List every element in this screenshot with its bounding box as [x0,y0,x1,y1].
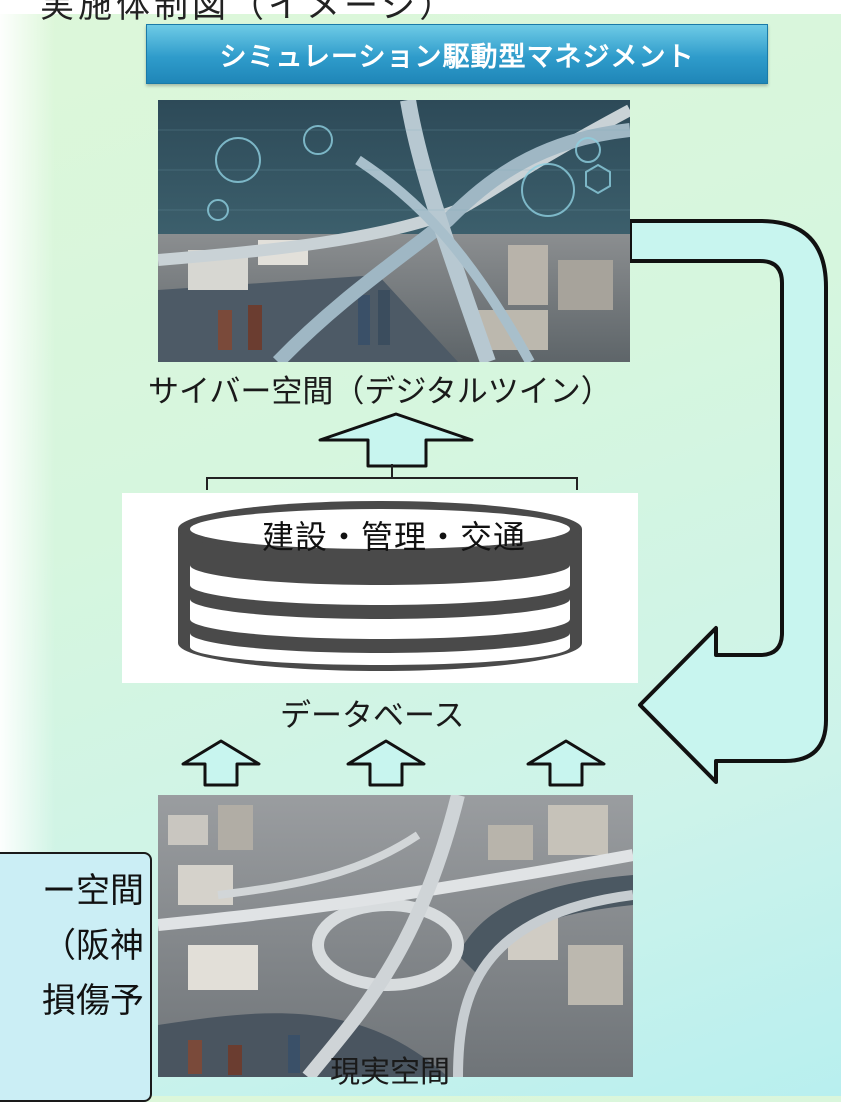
up-arrow-small-icon [346,739,426,787]
side-note-line: 損傷予 [42,981,144,1021]
side-note-box: ー空間 （阪神 損傷予 [0,852,152,1102]
real-space-caption: 現実空間 [330,1055,450,1090]
database-panel [122,493,638,683]
title-banner: シミュレーション駆動型マネジメント [146,24,768,84]
cyber-space-illustration [158,100,630,362]
side-note-text: ー空間 （阪神 損傷予 [42,864,144,1029]
database-caption: データベース [280,698,465,734]
database-layer-label: 建設・管理・交通 [261,518,526,556]
up-arrow-small-icon [526,739,606,787]
up-arrow-small-icon [181,739,261,787]
real-space-image [158,795,633,1077]
side-note-line: （阪神 [42,926,144,966]
database-cylinder-icon [178,501,582,671]
real-space-illustration [158,795,633,1077]
cyber-space-image [158,100,630,362]
title-banner-text: シミュレーション駆動型マネジメント [219,41,695,73]
up-arrow-large-icon [318,412,474,468]
collection-bracket [206,464,578,490]
cyber-space-caption: サイバー空間（デジタルツイン） [148,374,612,410]
feedback-arrow-icon [630,219,828,784]
side-note-line: ー空間 [42,871,144,911]
top-strip: 実施体制図（イメージ） [0,0,841,26]
header-cut-text: 実施体制図（イメージ） [40,0,458,26]
